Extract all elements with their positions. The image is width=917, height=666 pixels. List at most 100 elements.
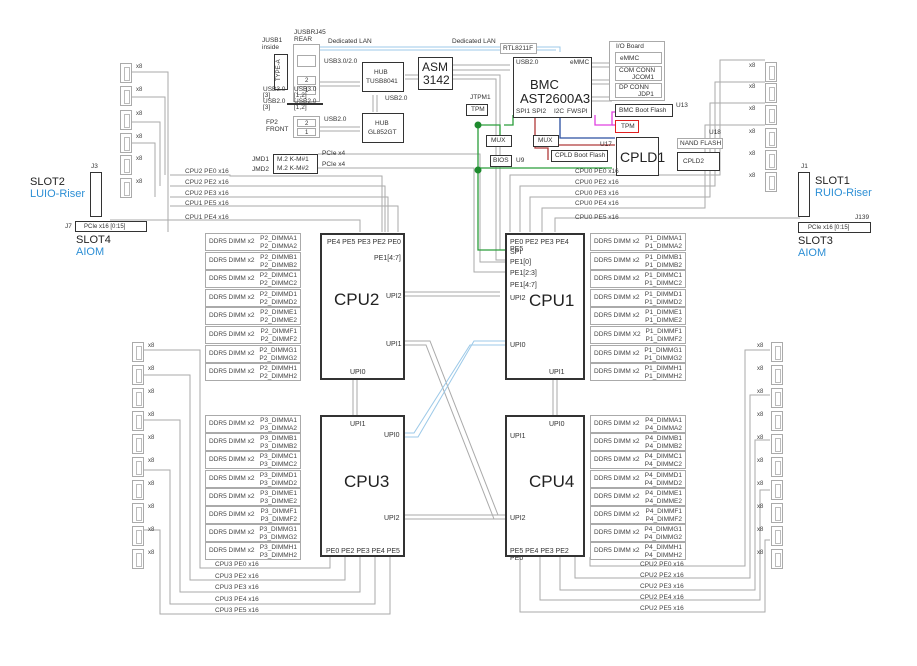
bus-cpu3-3: CPU3 PE4 x16 (215, 596, 259, 603)
dimm-kind: DDR5 DIMM x2 (209, 456, 255, 464)
dimm-kind: DDR5 DIMM x2 (209, 547, 255, 555)
u18-label: U18 (709, 129, 721, 136)
bmc-ast2600a3: USB2.0 eMMC BMC AST2600A3 SPI1 SPI2 I2C … (513, 57, 592, 118)
bmc-part: AST2600A3 (520, 91, 591, 106)
dimm-kind: DDR5 DIMM x2 (209, 438, 255, 446)
cpu1-upi1: UPI1 (549, 369, 565, 376)
m2-1-label: M.2 K-M#1 (277, 156, 309, 163)
usb30-3b-label: [3] (263, 92, 271, 99)
dimm-kind: DDR5 DIMM x2 (209, 275, 255, 283)
bus-right-0: CPU0 PE0 x16 (575, 168, 619, 175)
dimm-name-2: P4_DIMME2 (645, 497, 682, 505)
cpu1-pe10: PE1[0] (510, 259, 532, 266)
x8-bottom-left-0 (132, 342, 144, 362)
dimm-kind: DDR5 DIMM x2 (209, 420, 255, 427)
asm3142-controller: ASM 3142 (418, 57, 453, 90)
cpu3-upi1: UPI1 (350, 421, 366, 428)
x8-bottom-right-1-label: x8 (757, 366, 764, 372)
dimm-name-2: P4_DIMMG2 (644, 534, 682, 542)
jusb1-label: JUSB1 (262, 37, 283, 44)
hub2-part-label: GL852GT (368, 129, 397, 136)
rtl8211f-phy: RTL8211F (500, 43, 537, 54)
x8-bottom-right-9 (771, 549, 783, 569)
dimm-name-2: P3_DIMME2 (260, 497, 297, 505)
bmc-boot-flash-label: BMC Boot Flash (619, 107, 667, 114)
bus-right-2: CPU0 PE3 x16 (575, 190, 619, 197)
dimm-name-2: P1_DIMMB2 (645, 261, 682, 269)
x8-bottom-right-8 (771, 526, 783, 546)
dimm-name-1: P3_DIMMF1 (260, 508, 297, 515)
slot3-label: SLOT3 (798, 235, 833, 247)
bus-cpu2-bottom-0: CPU2 PE0 x16 (640, 561, 684, 568)
port-1-label: 1 (305, 88, 309, 94)
dimm-name-1: P4_DIMMB1 (645, 435, 682, 443)
x8-bottom-left-2-label: x8 (148, 389, 155, 395)
dimm-name-1: P1_DIMMH1 (644, 365, 682, 373)
usb20-front-label: USB2.0 (324, 116, 347, 123)
dimm-name-2: P1_DIMMG2 (644, 354, 682, 362)
dimm-name-1: P3_DIMMA1 (260, 417, 297, 424)
x8-bottom-left-2 (132, 388, 144, 408)
slot3-connector: PCIe x16 [0:15] (798, 222, 871, 233)
x8-top-left-2-label: x8 (136, 111, 143, 117)
bus-left-0: CPU2 PE0 x16 (185, 168, 229, 175)
dimm-name-2: P3_DIMMF2 (260, 516, 297, 523)
j1-label: J1 (801, 163, 808, 170)
dimm-name-2: P4_DIMMD2 (644, 479, 682, 487)
usb-port-1: 1 (297, 86, 316, 95)
m2-slots: M.2 K-M#1 M.2 K-M#2 (273, 154, 318, 174)
dimm-name-1: P3_DIMME1 (260, 489, 297, 497)
slot3-sub-label: AIOM (798, 247, 827, 259)
cpu2-upi2: UPI2 (386, 293, 402, 300)
x8-bottom-left-8-label: x8 (148, 527, 155, 533)
usb3020-label: USB3.0/2.0 (324, 58, 358, 65)
x8-bottom-right-9-label: x8 (757, 550, 764, 556)
cpu4-name: CPU4 (529, 472, 575, 491)
slot2-riser-connector (90, 172, 102, 217)
x8-bottom-left-5 (132, 457, 144, 477)
dimm-name-2: P2_DIMME2 (260, 317, 297, 325)
dimm-name-2: P1_DIMMH2 (644, 373, 682, 381)
x8-bottom-left-1 (132, 365, 144, 385)
x8-bottom-left-6-label: x8 (148, 481, 155, 487)
dimm-name-1: P4_DIMMH1 (644, 544, 682, 552)
m2-pcie2-label: PCIe x4 (322, 161, 346, 168)
dimm-kind: DDR5 DIMM x2 (209, 349, 255, 357)
x8-top-right-5 (765, 172, 777, 192)
dimm-name-1: P3_DIMMH1 (259, 544, 297, 552)
dimm-name-2: P3_DIMMD2 (259, 479, 297, 487)
cpu1-upi2: UPI2 (510, 295, 526, 302)
jmd2-label: JMD2 (252, 166, 269, 173)
green-junction-1 (474, 121, 482, 129)
bus-right-4: CPU0 PE5 x16 (575, 214, 619, 221)
x8-bottom-right-6-label: x8 (757, 481, 764, 487)
dimm-name-2: P2_DIMMC2 (259, 280, 297, 288)
mux-2: MUX (533, 135, 559, 147)
dimm-name-2: P3_DIMMG2 (259, 534, 297, 542)
tpm-label: TPM (621, 123, 635, 130)
bus-left-2: CPU2 PE3 x16 (185, 190, 229, 197)
bus-left-3: CPU1 PE5 x16 (185, 200, 229, 207)
dimm-kind: DDR5 DIMM x2 (209, 331, 255, 338)
slot3-pcie-label: PCIe x16 [0:15] (808, 225, 850, 231)
x8-bottom-right-7-label: x8 (757, 504, 764, 510)
x8-bottom-left-8 (132, 526, 144, 546)
jcom1-label: JCOM1 (632, 74, 655, 81)
slot4-sub-label: AIOM (76, 246, 105, 258)
dimm-kind: DDR5 DIMM x2 (594, 238, 640, 245)
dimm-kind: DDR5 DIMM x2 (594, 275, 640, 283)
x8-top-left-3-label: x8 (136, 134, 143, 140)
x8-bottom-right-0-label: x8 (757, 343, 764, 349)
cpu2: PE4 PE5 PE3 PE2 PE0 PE1[4:7] CPU2 UPI2 U… (320, 233, 405, 380)
dp-conn-label: DP CONN (619, 84, 649, 91)
x8-top-right-3 (765, 128, 777, 148)
cpu3-name: CPU3 (344, 472, 390, 491)
slot4-connector: PCIe x16 [0:15] (75, 221, 147, 232)
io-board-title: I/O Board (616, 43, 644, 50)
fp2-label: FP2 (266, 119, 278, 126)
